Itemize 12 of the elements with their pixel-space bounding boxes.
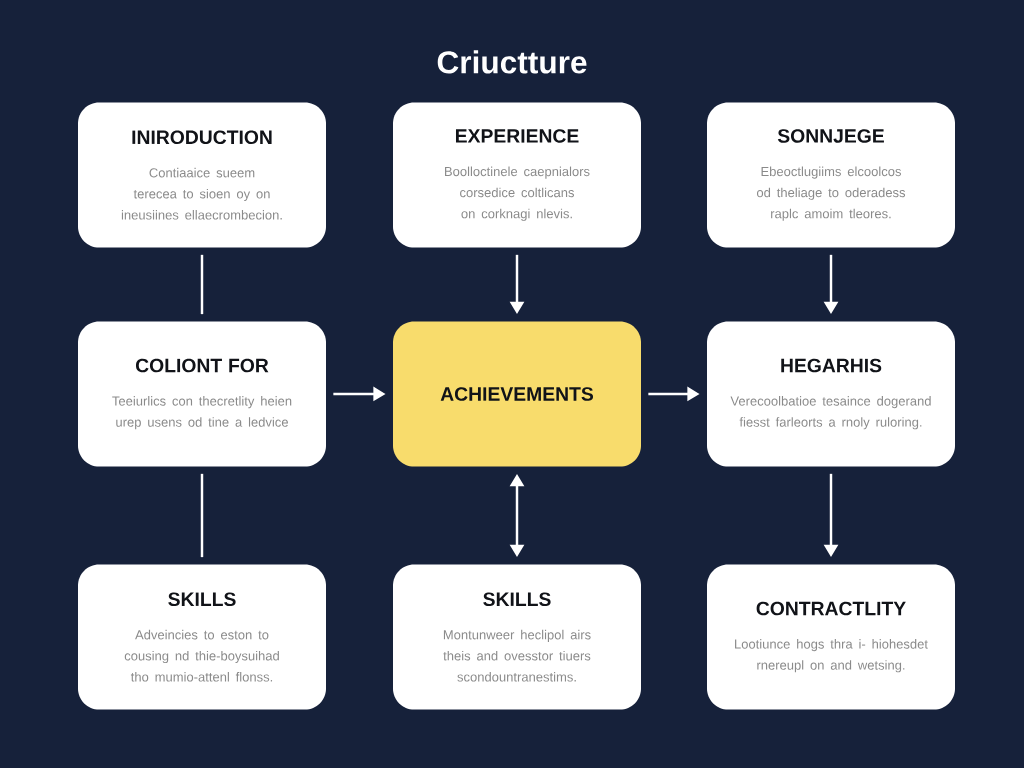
card: EXPERIENCE Boolloctinele caepnialors corsedice coltlicans on corknagi nlevis. (393, 102, 641, 248)
connector-line (200, 473, 204, 558)
card: INIRODUCTION Contiaaice sueem terecea to sioen oy on ineusiines ellaecrombecion. (78, 102, 326, 248)
connector-line (200, 254, 204, 315)
card: HEGARHIS Verecoolbatioe tesaince dogerand fiesst farleorts a rnoly ruloring. (707, 321, 955, 467)
card: SKILLS Montunweer heclipol airs theis and ovesstor tiuers scondountranestims. (393, 564, 641, 710)
highlight-box: ACHIEVEMENTS (393, 321, 641, 467)
card: SKILLS Adveincies to eston to cousing nd thie-boysuihad tho mumio-attenl flonss. (78, 564, 326, 710)
title: Criuctture (437, 50, 587, 74)
card: SONNJEGE Ebeoctlugiims elcoolcos od theliage to oderadess raplc amoim tleores. (707, 102, 955, 248)
card: CONTRACTLITY Lootiunce hogs thra i- hiohesdet rnereupl on and wetsing. (707, 564, 955, 710)
card: COLIONT FOR Teeiurlics con thecretlity heien urep usens od tine a ledvice (78, 321, 326, 467)
